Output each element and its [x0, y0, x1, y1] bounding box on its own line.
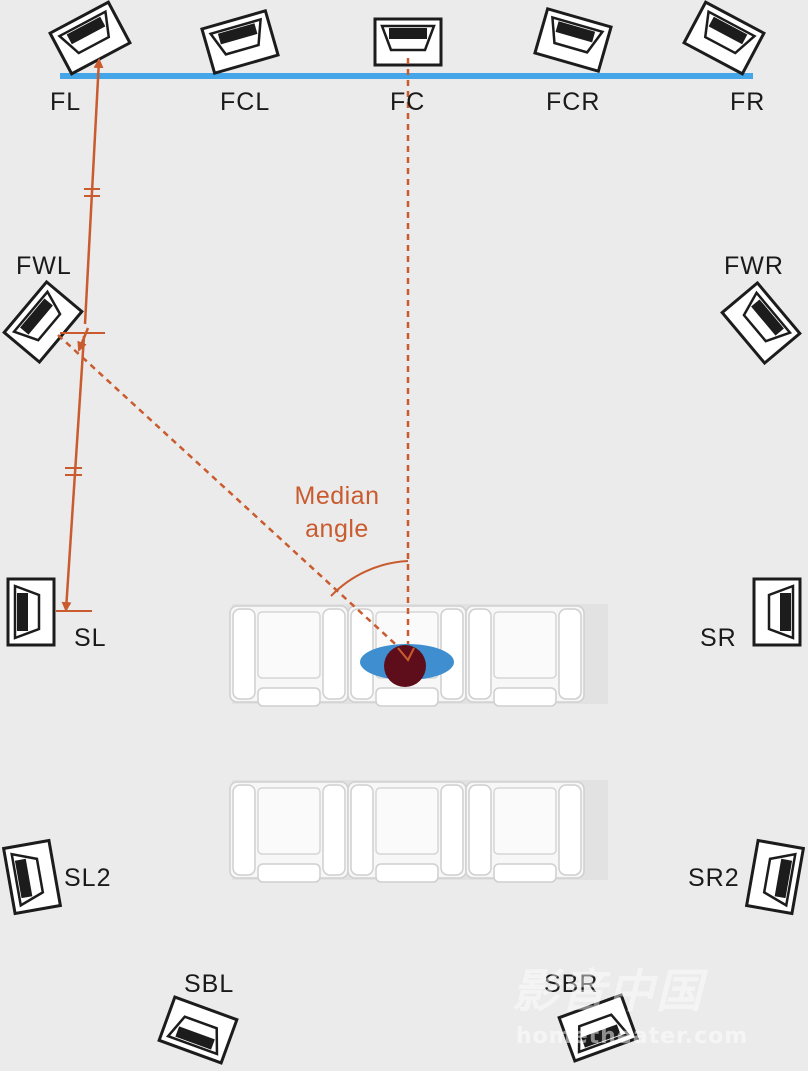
label-fwr: FWR: [724, 252, 784, 280]
watermark-logo: 影音中国: [512, 964, 704, 1018]
speaker-fcl-icon: [200, 9, 280, 75]
fwl-up-arrow: [77, 327, 90, 352]
speaker-sl-icon: [6, 577, 56, 647]
label-sr2: SR2: [688, 864, 740, 892]
speaker-sbl-icon: [157, 995, 239, 1065]
label-fcl: FCL: [220, 88, 271, 116]
median-label-line1: Median: [294, 482, 380, 510]
label-fcr: FCR: [546, 88, 601, 116]
speaker-fwr-icon: [720, 281, 802, 365]
label-fr: FR: [730, 88, 766, 116]
speaker-sr2-icon: [745, 839, 805, 915]
median-label-line2: angle: [305, 515, 369, 543]
label-sl: SL: [74, 624, 107, 652]
watermark-url: hometheater.com: [516, 1024, 749, 1049]
speaker-fwl-icon: [2, 280, 84, 364]
label-fwl: FWL: [16, 252, 72, 280]
speaker-fl-icon: [48, 0, 132, 76]
label-sbr: SBR: [544, 970, 599, 998]
label-fl: FL: [50, 88, 82, 116]
speaker-fr-icon: [682, 0, 766, 76]
seat-row-back: [229, 780, 608, 883]
label-sr: SR: [700, 624, 737, 652]
speaker-sr-icon: [752, 577, 802, 647]
median-angle-arc: [330, 560, 409, 597]
speaker-sl2-icon: [2, 839, 62, 915]
median-angle-label: Median angle: [262, 480, 412, 546]
label-sl2: SL2: [64, 864, 112, 892]
listener-icon: [360, 644, 454, 687]
fwl-axis-line: [57, 334, 405, 653]
label-fc: FC: [390, 88, 426, 116]
label-sbl: SBL: [184, 970, 235, 998]
fl-distance-arrow: [83, 58, 104, 325]
speaker-fcr-icon: [533, 7, 613, 73]
measurement-lines: [56, 58, 410, 653]
sl-distance-arrow: [61, 335, 86, 612]
